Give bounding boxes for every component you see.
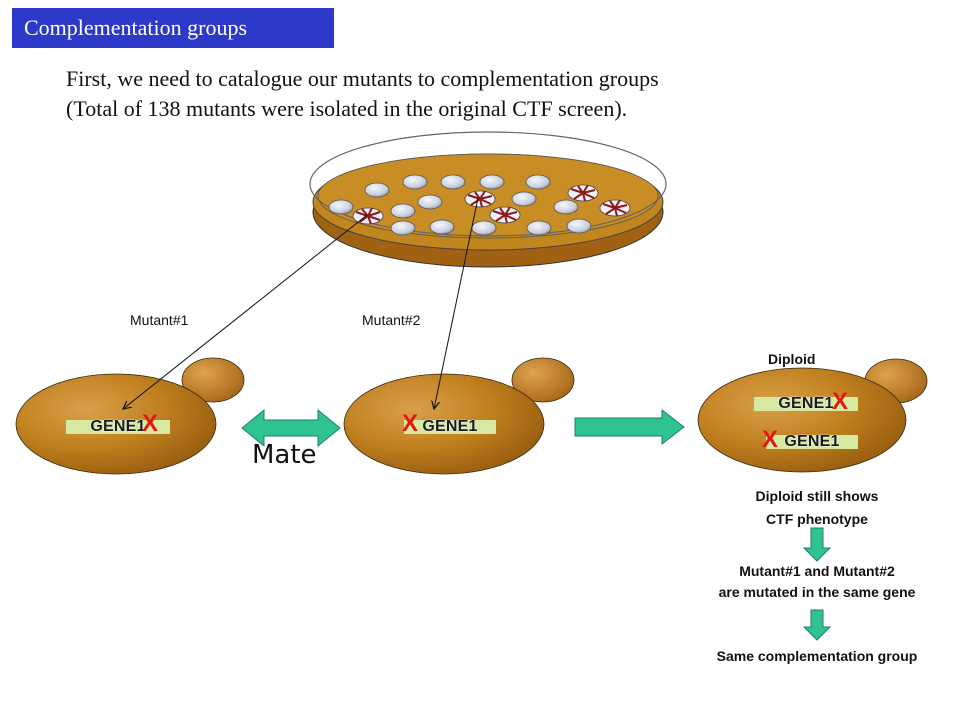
result-line-1: Diploid still shows xyxy=(755,488,879,504)
gene-band-mutant-2: GENE1 xyxy=(404,419,496,435)
mutation-mark-mutant-1: X xyxy=(142,410,159,437)
mutant-2-label: Mutant#2 xyxy=(362,312,421,328)
mutation-mark-mutant-2: X xyxy=(402,410,419,437)
gene-band-diploid-allele-1: GENE1 xyxy=(754,396,858,412)
diploid-label: Diploid xyxy=(768,351,816,367)
haploid-cell-2 xyxy=(343,357,575,475)
colonies xyxy=(328,174,592,236)
final-conclusion: Same complementation group xyxy=(716,648,918,664)
haploid-cell-1 xyxy=(15,357,245,475)
intro-line-1: First, we need to catalogue our mutants … xyxy=(66,66,659,91)
mutation-mark-diploid-allele-2: X xyxy=(762,426,779,453)
mutant-colonies xyxy=(352,184,631,225)
gene-band-diploid-allele-2: GENE1 xyxy=(766,434,858,450)
conclusion-line-1: Mutant#1 and Mutant#2 xyxy=(739,563,895,579)
section-title: Complementation groups xyxy=(12,8,334,48)
mate-arrow xyxy=(241,408,341,448)
to-diploid-arrow xyxy=(574,408,685,446)
mutant-1-label: Mutant#1 xyxy=(130,312,189,328)
pick-arrow-mutant-1 xyxy=(123,214,368,409)
diploid-cell xyxy=(697,358,928,473)
result-line-2: CTF phenotype xyxy=(766,511,868,527)
mutation-mark-diploid-allele-1: X xyxy=(832,388,849,415)
conclusion-line-2: are mutated in the same gene xyxy=(718,584,916,600)
mate-label: Mate xyxy=(252,440,317,470)
gene-band-mutant-1: GENE1 xyxy=(66,419,170,435)
down-arrow-2 xyxy=(802,609,832,641)
down-arrow-1 xyxy=(802,527,832,562)
pick-arrow-mutant-2 xyxy=(434,197,479,409)
intro-line-2: (Total of 138 mutants were isolated in t… xyxy=(66,96,628,121)
